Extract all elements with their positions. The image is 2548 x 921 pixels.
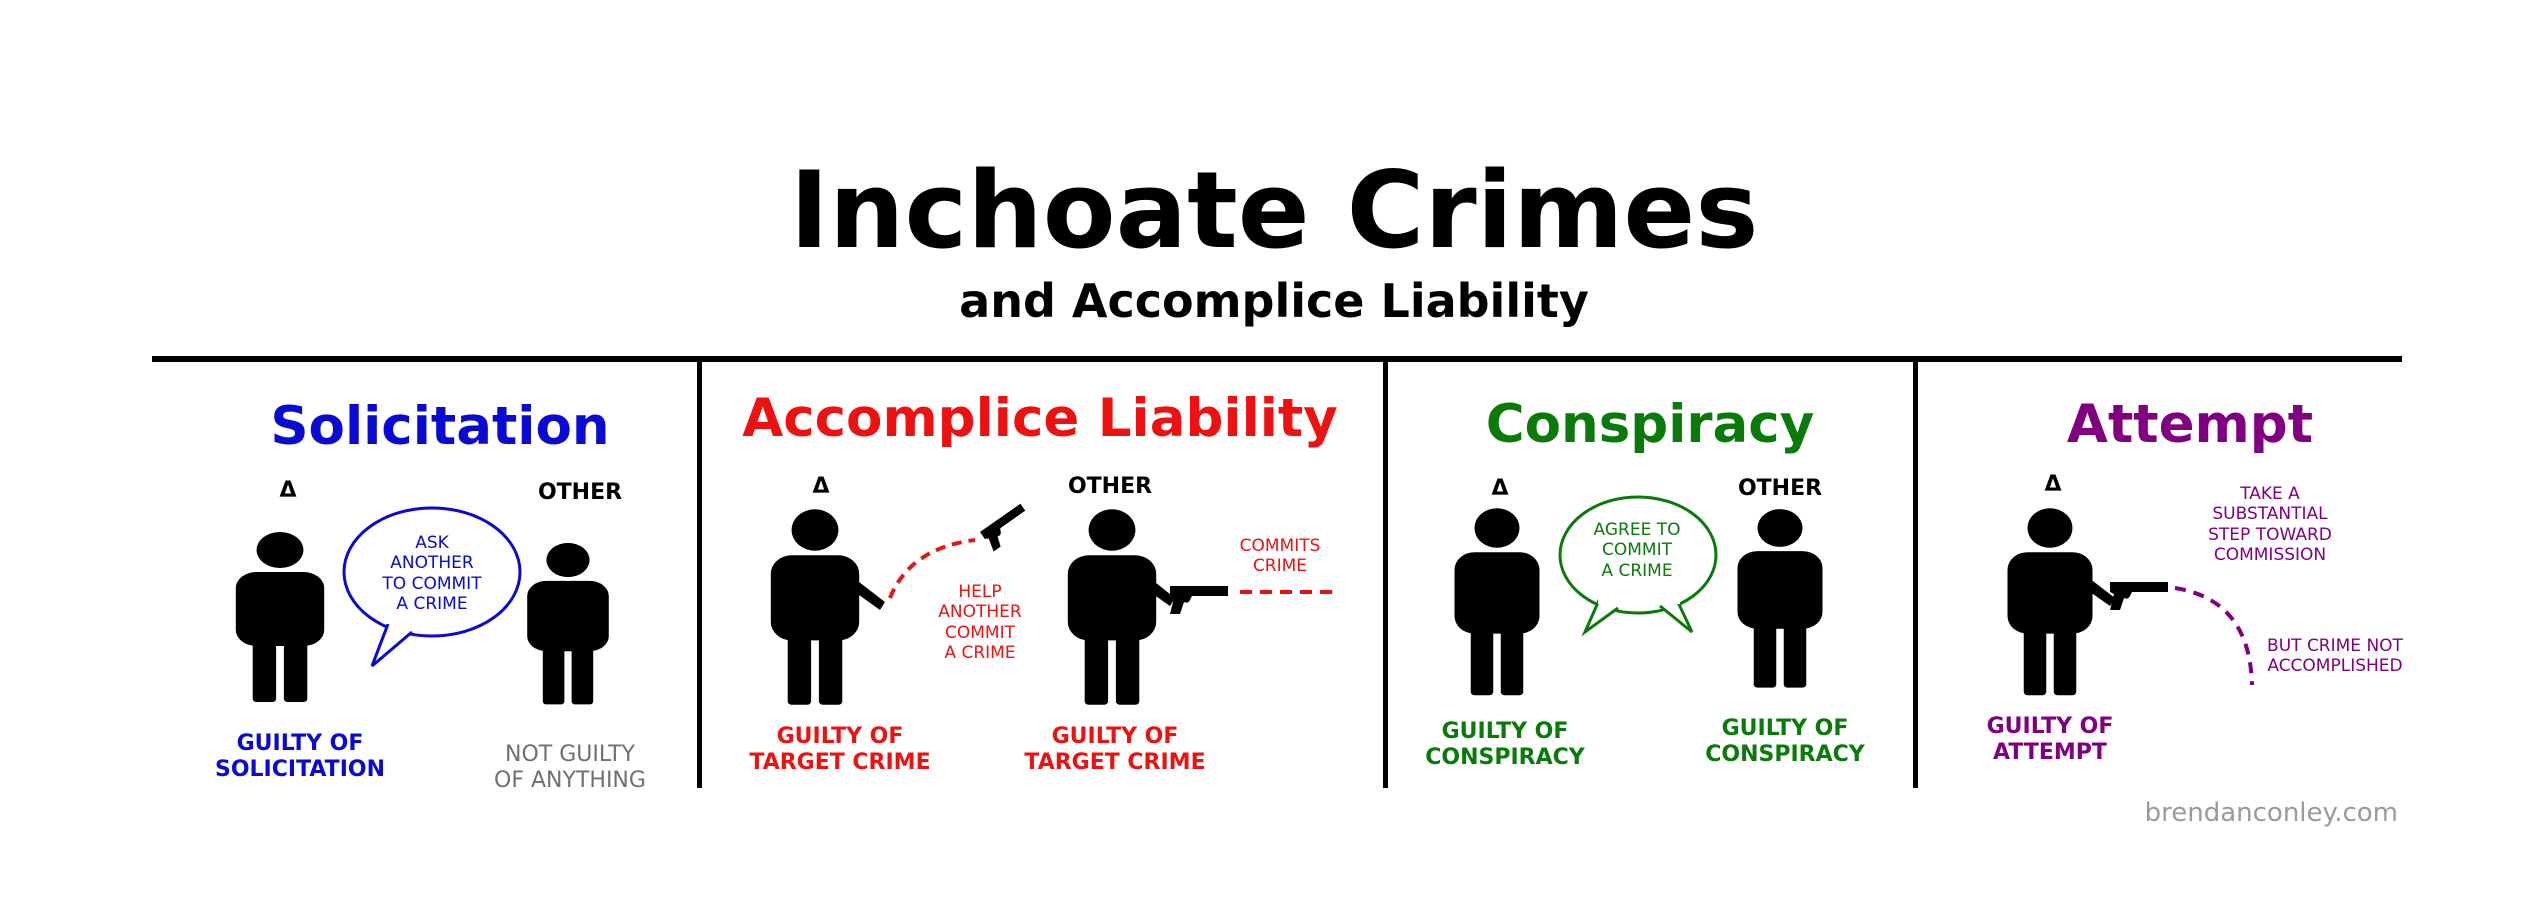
accomplice-title: Accomplice Liability	[742, 388, 1338, 449]
attempt-title: Attempt	[2066, 394, 2314, 455]
accomplice-other-label: OTHER	[1067, 474, 1153, 499]
section-divider-1	[697, 360, 702, 788]
solicitation-delta-figure	[235, 532, 325, 702]
conspiracy-delta-figure	[1454, 508, 1540, 696]
conspiracy-speech-bubble	[1558, 495, 1718, 637]
page-subtitle: and Accomplice Liability	[959, 274, 1589, 328]
attempt-failed-dashed-line	[2174, 586, 2254, 686]
conspiracy-other-figure	[1737, 509, 1823, 688]
attempt-gun-icon	[2110, 582, 2168, 610]
credit-text: brendanconley.com	[2144, 798, 2398, 828]
accomplice-other-figure	[1067, 509, 1175, 705]
attempt-delta-caption: GUILTY OF ATTEMPT	[1986, 714, 2114, 766]
header-divider	[152, 356, 2402, 362]
conspiracy-delta-caption: GUILTY OF CONSPIRACY	[1425, 719, 1585, 771]
solicitation-speech-text: ASK ANOTHER TO COMMIT A CRIME	[382, 533, 482, 615]
conspiracy-speech-text: AGREE TO COMMIT A CRIME	[1593, 520, 1681, 581]
accomplice-help-dashed-line	[888, 538, 976, 599]
solicitation-other-caption: NOT GUILTY OF ANYTHING	[494, 742, 646, 794]
attempt-fail-text: BUT CRIME NOT ACCOMPLISHED	[2267, 636, 2403, 677]
page-title: Inchoate Crimes	[789, 149, 1759, 272]
accomplice-delta-figure	[770, 509, 885, 705]
attempt-delta-label: Δ	[2044, 472, 2062, 497]
conspiracy-other-caption: GUILTY OF CONSPIRACY	[1705, 716, 1865, 768]
solicitation-title: Solicitation	[270, 396, 610, 457]
accomplice-other-gun-icon	[1170, 586, 1228, 614]
solicitation-speech-bubble	[342, 506, 522, 668]
solicitation-delta-caption: GUILTY OF SOLICITATION	[214, 731, 385, 783]
attempt-step-text: TAKE A SUBSTANTIAL STEP TOWARD COMMISSIO…	[2208, 484, 2332, 566]
attempt-delta-figure	[2007, 508, 2115, 696]
solicitation-delta-label: Δ	[279, 478, 297, 503]
solicitation-other-figure	[527, 542, 609, 705]
accomplice-delta-caption: GUILTY OF TARGET CRIME	[749, 724, 931, 776]
accomplice-delta-label: Δ	[812, 474, 830, 499]
accomplice-handed-gun-icon	[980, 503, 1035, 552]
conspiracy-title: Conspiracy	[1485, 394, 1815, 455]
solicitation-other-label: OTHER	[537, 480, 623, 505]
section-divider-2	[1383, 360, 1388, 788]
accomplice-help-text: HELP ANOTHER COMMIT A CRIME	[938, 582, 1022, 664]
accomplice-other-caption: GUILTY OF TARGET CRIME	[1024, 724, 1206, 776]
conspiracy-delta-label: Δ	[1491, 476, 1509, 501]
accomplice-commits-text: COMMITS CRIME	[1239, 536, 1321, 577]
section-divider-3	[1913, 360, 1918, 788]
conspiracy-other-label: OTHER	[1737, 476, 1823, 501]
